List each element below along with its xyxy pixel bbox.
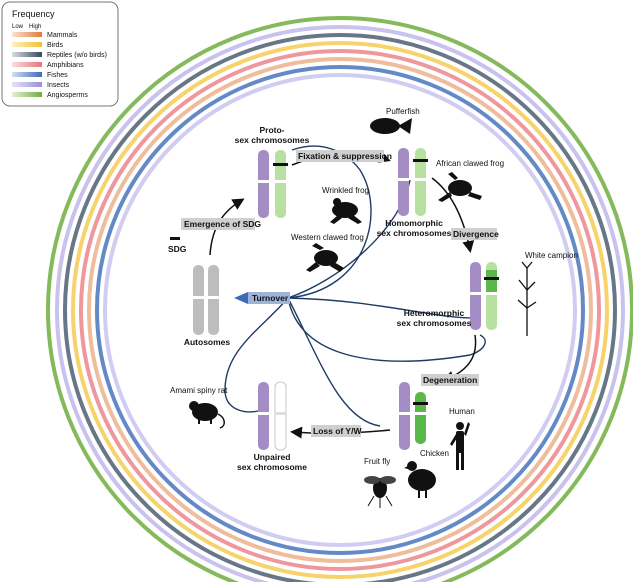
human-icon [450,422,470,470]
wrinkled-frog-icon [330,198,362,224]
fruit-fly-label: Fruit fly [364,457,390,466]
pufferfish-icon [370,118,412,134]
sdg-label: SDG [168,244,187,254]
loss-label: Loss of Y/W [313,426,362,436]
white-campion-label: White campion [525,251,578,260]
frequency-rings [46,16,633,582]
unpaired-pair [258,381,287,451]
ring-fishes [95,65,585,555]
chicken-icon [404,461,436,498]
ring-reptiles [63,33,617,582]
organism-labels: Pufferfish African clawed frog Wrinkled … [170,107,578,466]
legend-label-fishes: Fishes [47,72,68,79]
curve-to-hetero-low [287,297,486,362]
african-frog-label: African clawed frog [436,159,504,168]
emergence-label: Emergence of SDG [184,219,261,229]
western-frog-icon [306,243,344,272]
western-frog-label: Western clawed frog [291,233,364,242]
fixation-box [296,150,384,162]
unpaired-label-2: sex chromosome [237,462,307,472]
degenerated-pair [399,382,428,450]
pufferfish-label: Pufferfish [386,107,420,116]
spiny-rat-icon [189,401,225,429]
legend-swatch-reptiles [12,52,42,57]
human-label: Human [449,407,475,416]
ring-amphibians [79,49,601,571]
stage-labels: Proto- sex chromosomes Homomorphic sex c… [168,125,472,472]
ring-insects-inner [103,73,577,547]
curve-to-degenerated [287,297,381,427]
turnover-arrowhead [234,292,248,304]
curve-to-unpaired [224,297,289,413]
legend-swatch-amphibians [12,62,42,67]
legend-swatch-mammals [12,32,42,37]
legend-label-birds: Birds [47,42,63,49]
legend-low: Low [12,24,24,30]
fixation-label: Fixation & suppression [298,151,392,161]
sdg-mark [170,237,180,240]
homomorphic-pair [398,148,428,216]
legend-swatch-insects [12,82,42,87]
heteromorphic-pair [470,262,499,330]
legend: Frequency Low High Mammals Birds Reptile… [1,1,119,107]
legend-label-reptiles: Reptiles (w/o birds) [47,52,107,59]
homo-label-1: Homomorphic [385,218,443,228]
ring-angiosperms [46,16,633,582]
degeneration-box [421,374,479,386]
chicken-label: Chicken [420,449,449,458]
fruit-fly-icon [364,476,396,508]
ring-mammals [87,57,593,563]
legend-swatch-fishes [12,72,42,77]
spiny-rat-label: Amami spiny rat [170,386,228,395]
organism-silhouettes [189,118,537,508]
turnover-box [248,292,290,304]
white-campion-icon [517,261,537,336]
ring-insects [55,25,625,582]
degeneration-label: Degeneration [423,375,477,385]
legend-box [1,1,119,107]
legend-label-insects: Insects [47,82,70,89]
african-frog-icon [438,172,482,202]
homo-label-2: sex chromosomes [377,228,452,238]
divergence-label: Divergence [453,229,499,239]
legend-label-amphibians: Amphibians [47,62,84,69]
proto-pair [258,150,288,218]
turnover-label: Turnover [252,293,289,303]
process-labels: Emergence of SDG Fixation & suppression … [181,150,499,437]
autosomes-label: Autosomes [184,337,231,347]
curve-to-hetero [287,297,481,319]
legend-high: High [29,24,41,30]
emergence-box [181,218,255,230]
wrinkled-frog-label: Wrinkled frog [322,186,369,195]
hetero-label-2: sex chromosomes [397,318,472,328]
divergence-box [451,228,497,240]
legend-label-mammals: Mammals [47,32,78,39]
ring-birds [71,41,609,579]
unpaired-label-1: Unpaired [254,452,291,462]
arrow-divergence [431,177,475,253]
legend-swatch-angiosperms [12,92,42,97]
curve-to-proto [287,145,372,299]
loss-box [311,425,361,437]
chromosomes [170,148,499,451]
legend-swatch-birds [12,42,42,47]
proto-label-1: Proto- [259,125,284,135]
turnover-arrow: Turnover [234,292,290,304]
hetero-label-1: Heteromorphic [404,308,465,318]
legend-label-angiosperms: Angiosperms [47,92,88,99]
legend-title: Frequency [12,9,55,19]
proto-label-2: sex chromosomes [235,135,310,145]
autosomes-pair [193,265,219,335]
